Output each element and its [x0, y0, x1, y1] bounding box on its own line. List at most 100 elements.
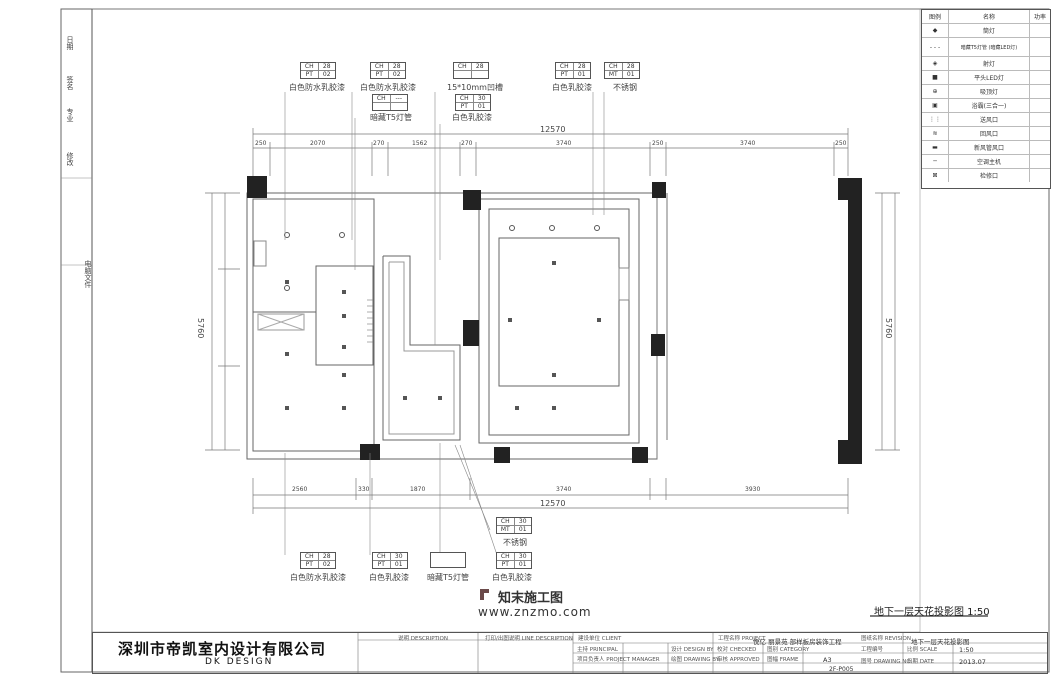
checked-label: 校对 CHECKED	[717, 647, 757, 653]
logo-icon	[480, 589, 489, 600]
dim-right-total: 5760	[884, 318, 893, 339]
return-vent-icon: ≋	[922, 127, 949, 140]
dim-top-total: 12570	[540, 125, 566, 134]
title-block: 说明 DESCRIPTION 打印/出图说明 LINE DESCRIPTION …	[92, 632, 1048, 674]
dim-top-part: 270	[373, 140, 385, 147]
supply-vent-icon: ⋮⋮	[922, 113, 949, 126]
ceiling-light-icon: ⊕	[922, 85, 949, 98]
access-panel-icon: ⊠	[922, 169, 949, 182]
side-label-revise: 修改	[66, 152, 74, 166]
category-label: 图别 CATEGORY	[767, 647, 810, 653]
company-name: 深圳市帝凯室内设计有限公司	[118, 640, 327, 658]
dim-bottom-part: 3930	[745, 486, 761, 493]
dim-top-part: 1562	[412, 140, 428, 147]
material-label: 白色防水乳胶漆	[360, 83, 416, 92]
material-tag: CH---	[372, 94, 408, 111]
material-tag	[430, 552, 466, 568]
material-label: 白色防水乳胶漆	[289, 83, 345, 92]
legend-row: ▬新风管风口	[922, 141, 1050, 155]
project-no-label: 工程编号	[861, 647, 884, 653]
watermark-url: www.znzmo.com	[478, 605, 592, 619]
dim-left-total: 5760	[196, 318, 205, 339]
material-label: 暗藏T5灯管	[427, 573, 469, 582]
drawing-title: 地下一层天花投影图 1:50	[874, 607, 990, 618]
frame-value: A3	[823, 656, 832, 664]
title-block-grid	[357, 633, 1047, 673]
dim-top-part: 2070	[310, 140, 326, 147]
material-label: 白色乳胶漆	[452, 113, 492, 122]
legend-header: 图例 名称 功率	[922, 10, 1050, 24]
flat-led-icon: ■	[922, 71, 949, 84]
legend-row: ■平头LED灯	[922, 71, 1050, 85]
version-header: 打印/出图说明 LINE DESCRIPTION	[485, 636, 573, 642]
dwg-no-label: 图号 DRAWING NO.	[861, 659, 913, 665]
owner-label: 主持 PRINCIPAL	[577, 647, 618, 653]
side-label-file: 电脑文件	[84, 260, 92, 288]
side-label-date: 日期	[66, 36, 74, 50]
drawing-name-label: 图纸名称 REVISION	[861, 636, 911, 642]
scale-value: 1:50	[959, 646, 974, 654]
material-label: 白色乳胶漆	[492, 573, 532, 582]
material-label: 暗藏T5灯管	[370, 113, 412, 122]
dim-top-part: 250	[652, 140, 664, 147]
legend-row: ─空调主机	[922, 155, 1050, 169]
dim-top-part: 270	[461, 140, 473, 147]
legend-row: ≋回风口	[922, 127, 1050, 141]
date-value: 2013.07	[959, 658, 986, 666]
dim-top-part: 250	[255, 140, 267, 147]
legend-row: ▣浴霸(三合一)	[922, 99, 1050, 113]
side-label-major: 专业	[66, 108, 74, 122]
scale-label: 比例 SCALE	[907, 647, 938, 653]
legend-table: 图例 名称 功率 ◆筒灯 - - -暗藏T5灯管 (暗藏LED灯) ◈射灯 ■平…	[921, 9, 1051, 189]
dim-top-part: 3740	[740, 140, 756, 147]
approved-label: 审核 APPROVED	[717, 657, 760, 663]
fresh-air-vent-icon: ▬	[922, 141, 949, 154]
drawing-name: 地下一层天花投影图	[911, 638, 970, 646]
frame-label: 图幅 FRAME	[767, 657, 799, 663]
legend-row: ⋮⋮送风口	[922, 113, 1050, 127]
dim-bottom-part: 3740	[556, 486, 572, 493]
ac-unit-icon: ─	[922, 155, 949, 168]
bath-heater-icon: ▣	[922, 99, 949, 112]
dim-bottom-total: 12570	[540, 499, 566, 508]
pm-label: 项目负责人 PROJECT MANAGER	[577, 657, 660, 663]
drawn-label: 绘图 DRAWING BY	[671, 657, 720, 663]
legend-row: ⊕吸顶灯	[922, 85, 1050, 99]
project-name: 悦亿 丽景苑 部样板房装饰工程	[753, 638, 842, 646]
material-label: 15*10mm凹槽	[447, 83, 503, 92]
dim-top-part: 3740	[556, 140, 572, 147]
spotlight-icon: ◈	[922, 57, 949, 70]
material-label: 不锈钢	[503, 538, 527, 547]
dim-bottom-part: 2560	[292, 486, 308, 493]
date-label: 日期 DATE	[907, 659, 935, 665]
dwg-no-value: 2F-P005	[829, 666, 854, 673]
legend-row: ⊠检修口	[922, 169, 1050, 182]
client-label: 建设单位 CLIENT	[578, 636, 622, 642]
material-label: 不锈钢	[613, 83, 637, 92]
dim-top-part: 250	[835, 140, 847, 147]
legend-row: ◈射灯	[922, 57, 1050, 71]
project-label: 工程名称 PROJECT	[718, 636, 766, 642]
company-name-en: DK DESIGN	[205, 657, 274, 667]
notes-header: 说明 DESCRIPTION	[398, 636, 448, 642]
strip-light-icon: - - -	[922, 38, 949, 56]
material-label: 白色乳胶漆	[369, 573, 409, 582]
dim-bottom-part: 1870	[410, 486, 426, 493]
revision-strip: 日期 签名 专业 修改 电脑文件	[61, 12, 92, 617]
watermark-text: 知末施工图	[498, 591, 564, 606]
material-label: 白色乳胶漆	[552, 83, 592, 92]
design-label: 设计 DESIGN BY	[671, 647, 714, 653]
material-label: 白色防水乳胶漆	[290, 573, 346, 582]
